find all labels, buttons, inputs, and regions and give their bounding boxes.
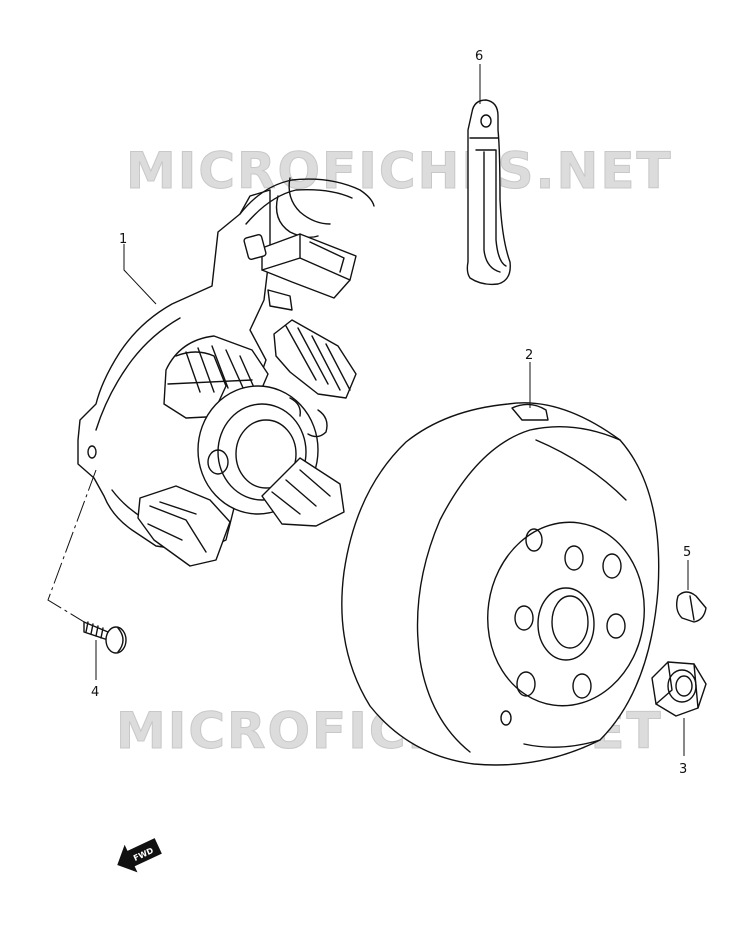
fwd-arrow-icon: FWD <box>117 838 162 873</box>
part-label-4: 4 <box>91 685 99 700</box>
part-6-clamp <box>466 99 511 286</box>
part-3-nut <box>651 661 707 717</box>
part-label-1: 1 <box>119 232 127 247</box>
part-label-5: 5 <box>683 545 691 560</box>
leader-1 <box>123 244 157 305</box>
part-label-3: 3 <box>679 762 687 777</box>
leader-4 <box>47 469 97 629</box>
part-1-stator-assembly <box>77 177 375 567</box>
part-label-6: 6 <box>475 49 483 64</box>
watermark-top: MICROFICHES.NET <box>126 142 673 200</box>
part-4-screw <box>83 621 127 654</box>
part-2-rotor <box>341 402 660 766</box>
part-5-key <box>675 591 707 623</box>
part-label-2: 2 <box>525 348 533 363</box>
